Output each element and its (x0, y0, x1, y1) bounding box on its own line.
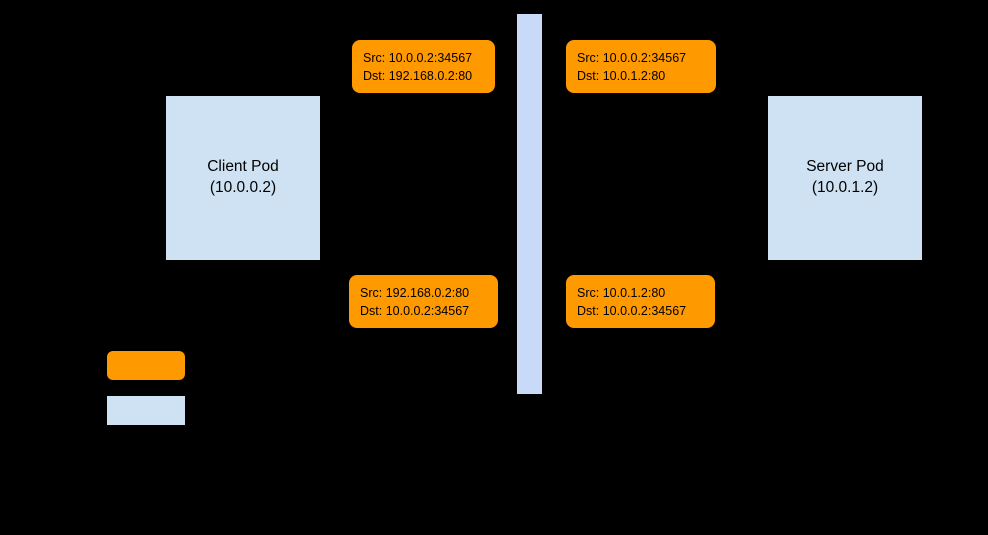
packet-dst: Dst: 10.0.0.2:34567 (360, 304, 470, 319)
client-pod-node: Client Pod (10.0.0.2) (166, 96, 320, 260)
packet-dst: Dst: 10.0.1.2:80 (577, 69, 666, 84)
server-pod-node: Server Pod (10.0.1.2) (768, 96, 922, 260)
client-pod-ip: (10.0.0.2) (209, 179, 277, 196)
packet-src: Src: 10.0.1.2:80 (577, 286, 666, 300)
packet-src: Src: 192.168.0.2:80 (360, 286, 470, 300)
legend-packet-swatch (107, 351, 185, 380)
server-pod-ip: (10.0.1.2) (811, 179, 879, 196)
packet-dst: Dst: 192.168.0.2:80 (363, 69, 473, 84)
packet-label-top-left: Src: 10.0.0.2:34567 Dst: 192.168.0.2:80 (352, 40, 495, 93)
packet-src: Src: 10.0.0.2:34567 (363, 51, 473, 65)
packet-label-bottom-left: Src: 192.168.0.2:80 Dst: 10.0.0.2:34567 (349, 275, 498, 328)
packet-src: Src: 10.0.0.2:34567 (577, 51, 687, 65)
client-pod-name: Client Pod (207, 158, 279, 176)
server-pod-name: Server Pod (806, 158, 884, 176)
legend-node-swatch (107, 396, 185, 425)
packet-label-top-right: Src: 10.0.0.2:34567 Dst: 10.0.1.2:80 (566, 40, 716, 93)
node-boundary-bar (517, 14, 542, 394)
packet-label-bottom-right: Src: 10.0.1.2:80 Dst: 10.0.0.2:34567 (566, 275, 715, 328)
packet-dst: Dst: 10.0.0.2:34567 (577, 304, 687, 319)
